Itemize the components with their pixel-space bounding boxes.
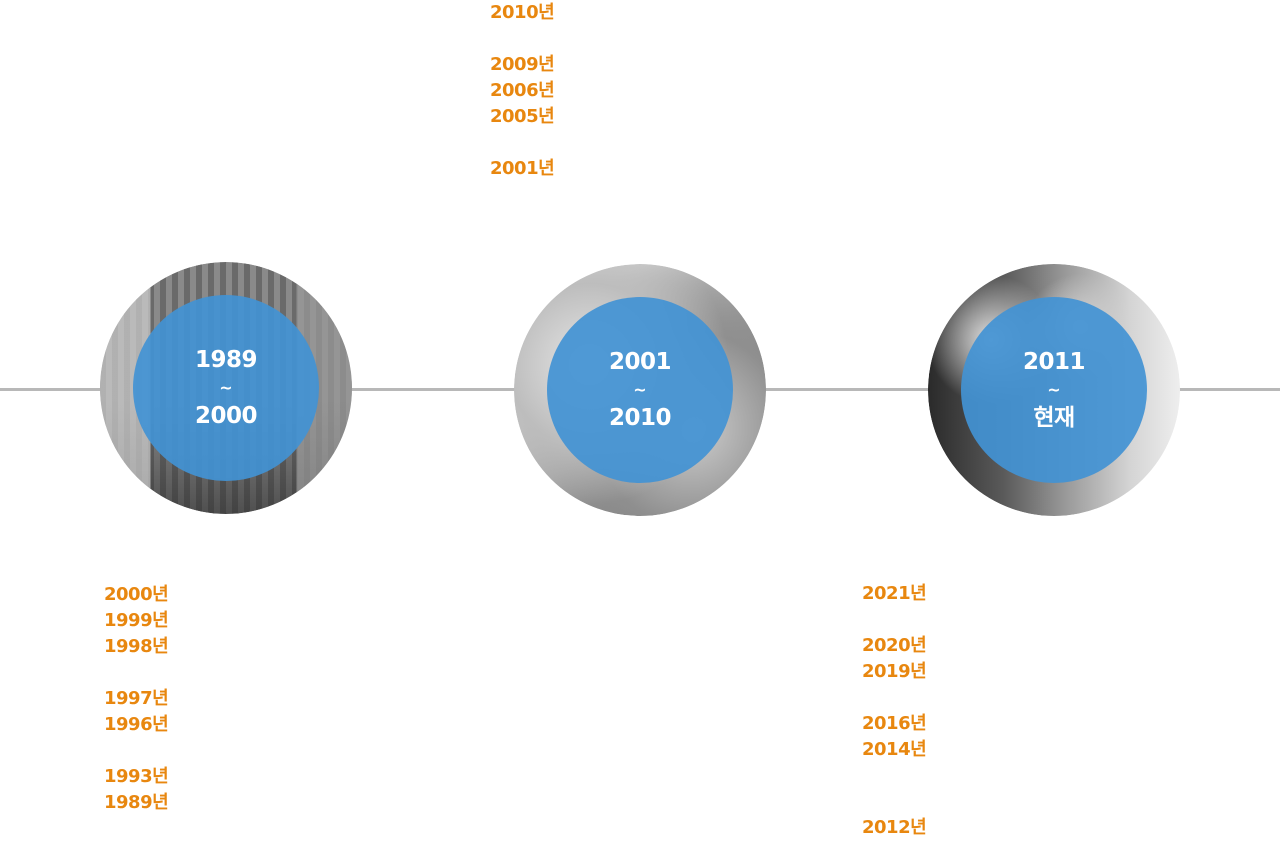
era-label: 2011 ~ 현재 bbox=[961, 297, 1147, 483]
era-label: 2001 ~ 2010 bbox=[547, 297, 733, 483]
era-circle-1989-2000: 1989 ~ 2000 bbox=[100, 262, 352, 514]
era-end-year: 현재 bbox=[1033, 405, 1075, 431]
era-circle-2011-now: 2011 ~ 현재 bbox=[928, 264, 1180, 516]
year-gap bbox=[862, 685, 926, 711]
year-item: 2006년 bbox=[490, 80, 555, 101]
year-item: 1996년 bbox=[104, 714, 169, 735]
year-gap bbox=[862, 763, 926, 789]
year-item: 2000년 bbox=[104, 584, 169, 605]
year-item: 2021년 bbox=[862, 583, 927, 604]
year-item: 2019년 bbox=[862, 661, 927, 682]
year-gap bbox=[490, 130, 554, 156]
year-gap bbox=[862, 607, 926, 633]
year-list-1989-2000: 2000년 1999년 1998년 1997년 1996년 1993년 1989… bbox=[104, 582, 169, 816]
year-gap bbox=[490, 26, 554, 52]
year-item: 2009년 bbox=[490, 54, 555, 75]
era-end-year: 2000 bbox=[194, 403, 258, 429]
era-separator: ~ bbox=[1047, 380, 1061, 399]
era-start-year: 2001 bbox=[608, 349, 672, 375]
year-item: 2010년 bbox=[490, 2, 555, 23]
year-item: 2001년 bbox=[490, 158, 555, 179]
year-item: 2020년 bbox=[862, 635, 927, 656]
year-list-2001-2010: 2010년 2009년 2006년 2005년 2001년 bbox=[490, 0, 555, 182]
era-label: 1989 ~ 2000 bbox=[133, 295, 319, 481]
year-gap bbox=[104, 660, 168, 686]
year-gap bbox=[104, 738, 168, 764]
year-gap bbox=[862, 789, 926, 815]
era-start-year: 1989 bbox=[194, 347, 258, 373]
year-item: 2016년 bbox=[862, 713, 927, 734]
year-item: 1999년 bbox=[104, 610, 169, 631]
era-separator: ~ bbox=[633, 380, 647, 399]
era-separator: ~ bbox=[219, 378, 233, 397]
year-item: 1997년 bbox=[104, 688, 169, 709]
era-circle-2001-2010: 2001 ~ 2010 bbox=[514, 264, 766, 516]
year-list-2011-now: 2021년 2020년 2019년 2016년 2014년 2012년 bbox=[862, 581, 927, 841]
year-item: 2012년 bbox=[862, 817, 927, 838]
era-start-year: 2011 bbox=[1022, 349, 1086, 375]
year-item: 2005년 bbox=[490, 106, 555, 127]
year-item: 1998년 bbox=[104, 636, 169, 657]
year-item: 2014년 bbox=[862, 739, 927, 760]
era-end-year: 2010 bbox=[608, 405, 672, 431]
year-item: 1989년 bbox=[104, 792, 169, 813]
year-item: 1993년 bbox=[104, 766, 169, 787]
